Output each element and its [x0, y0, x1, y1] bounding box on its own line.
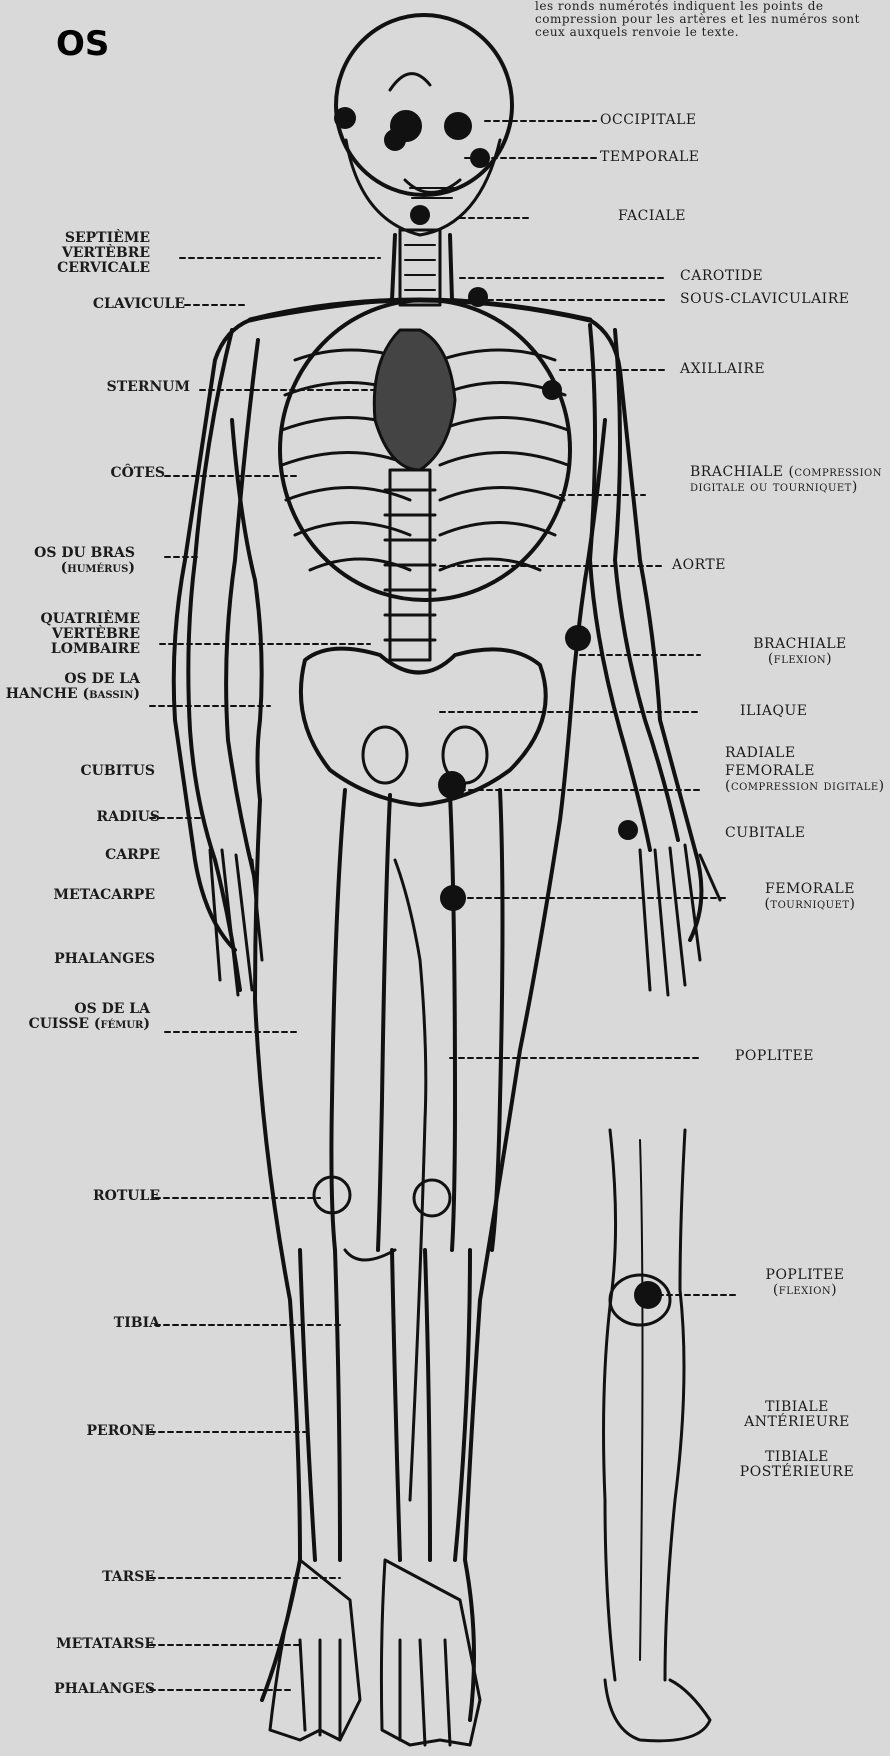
label-brachiale-flexion: BRACHIALE (flexion): [735, 637, 865, 667]
label-tibiale-posterieure: TIBIALE POSTÉRIEURE: [712, 1450, 882, 1480]
label-carotide: CAROTIDE: [680, 269, 880, 284]
label-humerus: OS DU BRAS (humérus): [0, 546, 135, 576]
label-rotule: ROTULE: [10, 1189, 160, 1204]
label-sternum: STERNUM: [10, 380, 190, 395]
label-cubitus: CUBITUS: [10, 764, 155, 779]
label-sous-claviculaire: SOUS-CLAVICULAIRE: [680, 292, 885, 307]
label-hanche: OS DE LA HANCHE (bassin): [0, 672, 140, 702]
label-metatarse: METATARSE: [5, 1637, 155, 1652]
label-aorte: AORTE: [672, 558, 872, 573]
leg-detail: [604, 1130, 710, 1741]
label-septieme-vertebre: SEPTIÈME VERTÈBRE CERVICALE: [10, 231, 150, 276]
label-cotes: CÔTES: [10, 466, 165, 481]
label-poplitee: POPLITEE: [735, 1049, 885, 1064]
label-faciale: FACIALE: [618, 209, 818, 224]
label-occipitale: OCCIPITALE: [600, 113, 800, 128]
label-clavicule: CLAVICULE: [10, 297, 185, 312]
label-brachiale-compression: BRACHIALE (compression digitale ou tourn…: [690, 465, 885, 495]
label-femur: OS DE LA CUISSE (fémur): [10, 1002, 150, 1032]
label-femorale-tourniquet: FEMORALE (tourniquet): [735, 882, 885, 912]
legend-note: les ronds numérotés indiquent les points…: [535, 0, 885, 39]
label-phalanges-main: PHALANGES: [10, 952, 155, 967]
label-tibia: TIBIA: [10, 1316, 160, 1331]
label-femorale-compression: FEMORALE (compression digitale): [725, 764, 885, 794]
label-iliaque: ILIAQUE: [740, 704, 880, 719]
label-perone: PERONE: [10, 1424, 155, 1439]
page-title: OS: [56, 26, 109, 62]
label-tibiale-anterieure: TIBIALE ANTÉRIEURE: [712, 1400, 882, 1430]
label-radius: RADIUS: [10, 810, 160, 825]
label-metacarpe: METACARPE: [5, 888, 155, 903]
label-carpe: CARPE: [10, 848, 160, 863]
label-cubitale: CUBITALE: [725, 826, 885, 841]
label-radiale: RADIALE: [725, 746, 885, 761]
label-poplitee-flexion: POPLITEE (flexion): [740, 1268, 870, 1298]
label-temporale: TEMPORALE: [600, 150, 800, 165]
label-axillaire: AXILLAIRE: [680, 362, 880, 377]
label-quatrieme-vertebre: QUATRIÈME VERTÈBRE LOMBAIRE: [0, 612, 140, 657]
label-phalanges-pied: PHALANGES: [5, 1682, 155, 1697]
label-tarse: TARSE: [10, 1570, 155, 1585]
